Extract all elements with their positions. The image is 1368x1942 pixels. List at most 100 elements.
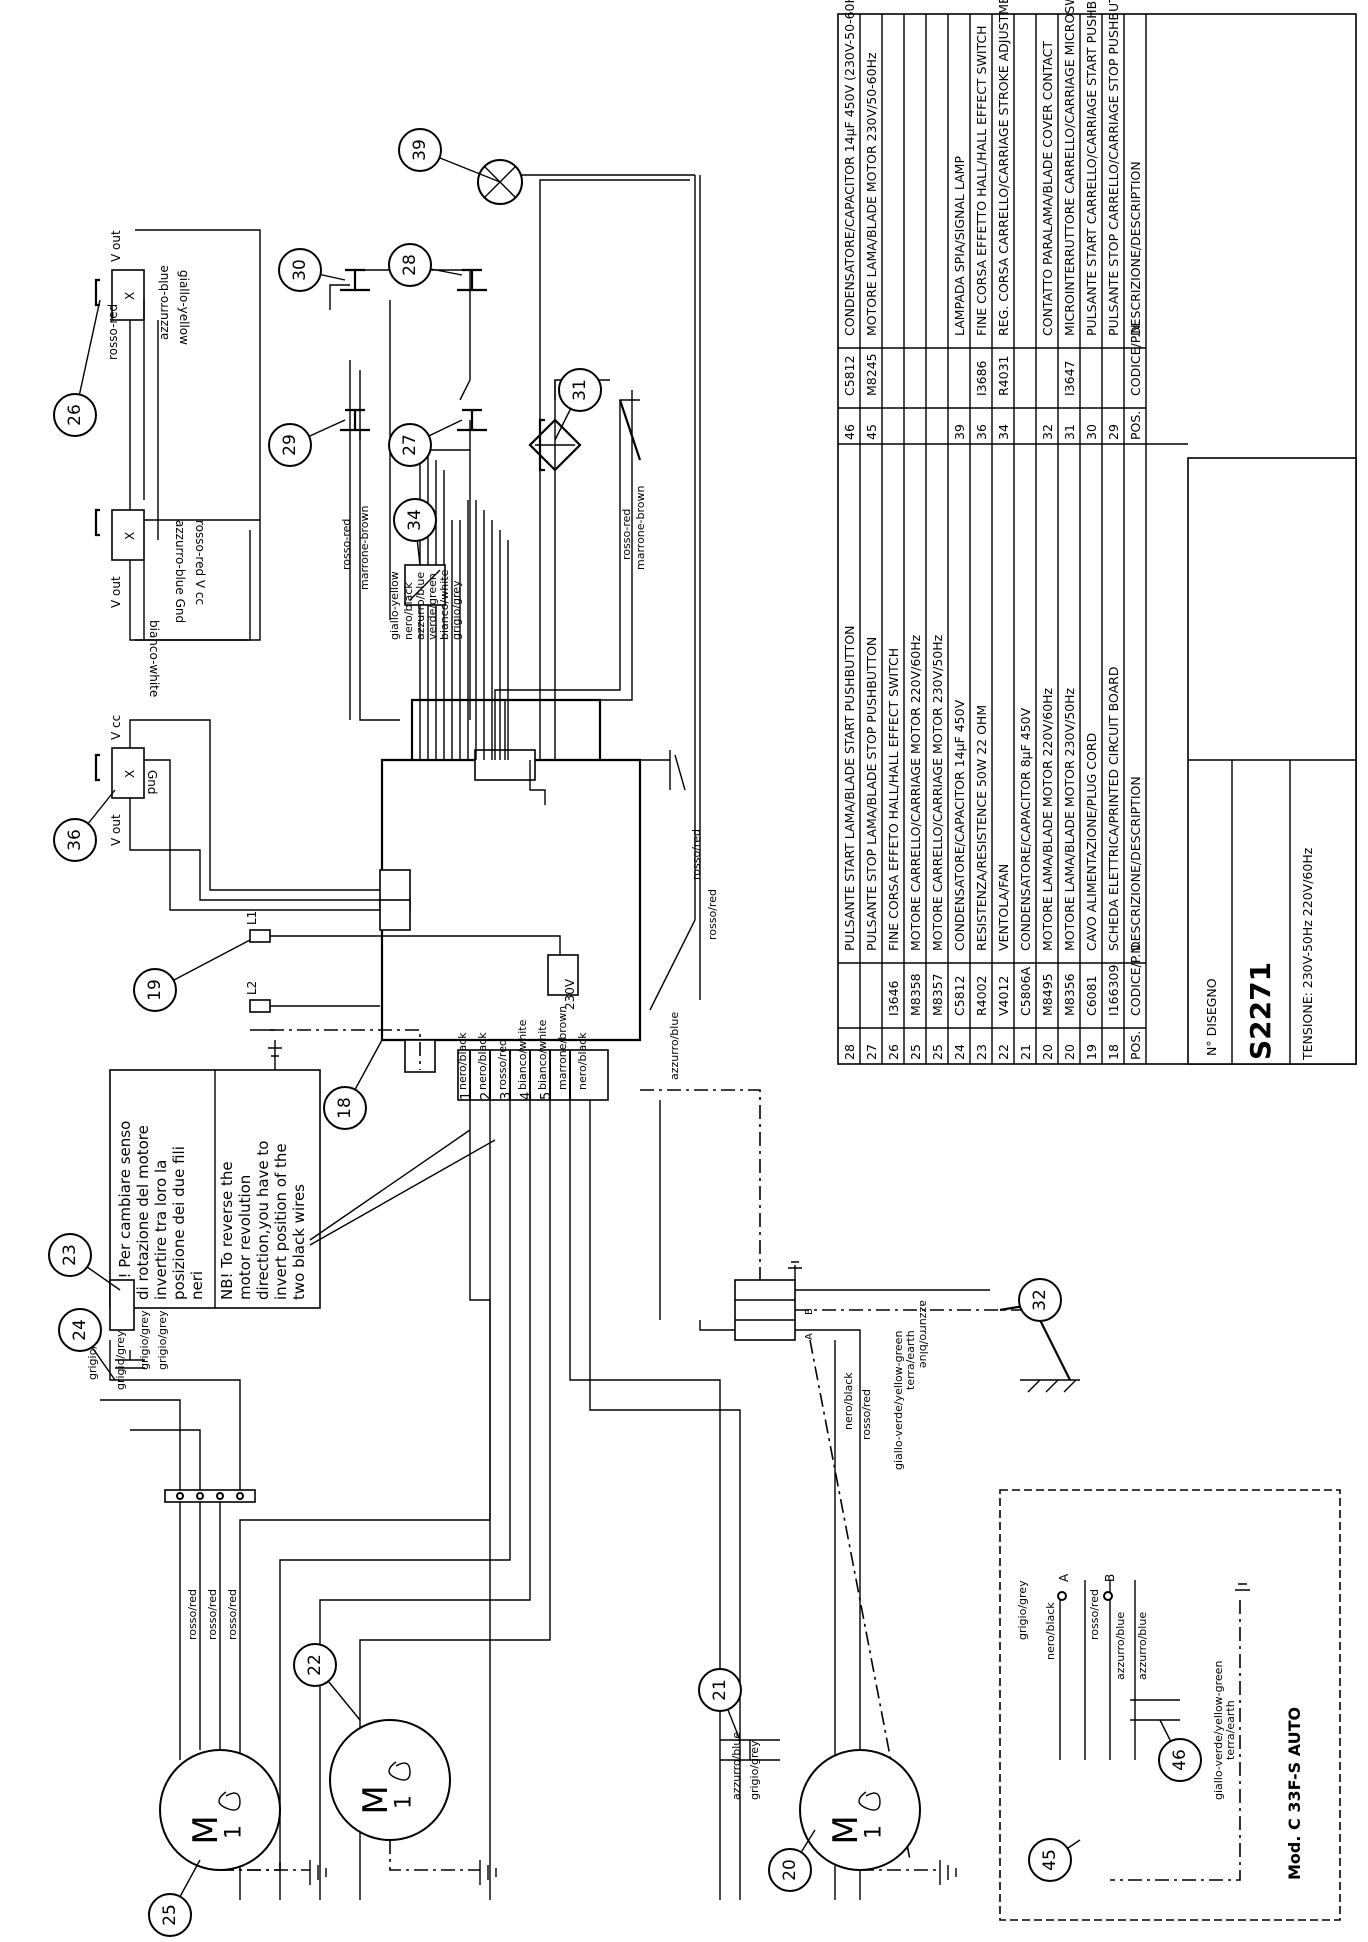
capacitor-21 (720, 1739, 780, 1761)
parts-table-desc: MOTORE LAMA/BLADE MOTOR 230V/50Hz (1062, 687, 1077, 951)
callout-number: 29 (280, 434, 300, 456)
parts-table-code: C6081 (1084, 975, 1099, 1016)
x-mark: X (123, 770, 137, 778)
parts-table-pos: 36 (974, 424, 989, 440)
note-line-it: NB! Per cambiare senso (116, 1121, 134, 1300)
x-mark: X (123, 292, 137, 300)
parts-table-pos: 30 (1084, 424, 1099, 440)
parts-table-desc: SCHEDA ELETTRICA/PRINTED CIRCUIT BOARD (1106, 667, 1121, 951)
ground-symbol (640, 750, 686, 791)
terminal-number: 3 (499, 1092, 514, 1100)
motor-grounds (220, 1840, 957, 1885)
parts-table-desc: CONDENSATORE/CAPACITOR 8µF 450V (1018, 707, 1033, 951)
wire-label: grigio/grey (138, 1310, 151, 1370)
terminal-b-label: B (804, 1308, 815, 1315)
wire-label: rosso/red (860, 1389, 873, 1440)
parts-table-pos: 46 (842, 424, 857, 440)
parts-table-desc: MOTORE LAMA/BLADE MOTOR 230V/50-60Hz (864, 52, 879, 336)
wire-label: nero/black (842, 1372, 855, 1430)
parts-table-pos: 28 (842, 1044, 857, 1060)
parts-table-code: I3647 (1062, 361, 1077, 397)
parts-table-desc: LAMPADA SPIA/SIGNAL LAMP (952, 156, 967, 336)
drawing-number-label: N° DISEGNO (1204, 978, 1219, 1056)
wire-label: verde/green (426, 573, 439, 640)
parts-table-pos: 39 (952, 424, 967, 440)
parts-table-code: M8357 (930, 973, 945, 1016)
parts-table-code: I3646 (886, 980, 901, 1016)
callout-bubble (293, 1643, 337, 1687)
wire-label: rosso/red (706, 889, 719, 940)
note-line-it: posizione dei due fili (170, 1146, 188, 1300)
parts-table-desc: MICROINTERRUTTORE CARRELLO/CARRIAGE MICR… (1062, 0, 1077, 336)
note-line-en: NB! To reverse the (218, 1161, 236, 1300)
l1-label: L1 (245, 911, 259, 925)
v-out-label: V out (109, 230, 123, 262)
callout-bubble (388, 423, 432, 467)
callout-bubble (53, 393, 97, 437)
wire-label: terra/earth (904, 1330, 917, 1390)
note-line-en: invert position of the (272, 1143, 290, 1300)
motor-20 (799, 1749, 921, 1871)
parts-table-pos: 25 (908, 1044, 923, 1060)
callout-number: 45 (1040, 1849, 1060, 1871)
gnd-label: Gnd (145, 770, 159, 795)
parts-table-code: CODICE/P.N. (1128, 940, 1143, 1016)
voltage-label: 230V (563, 978, 577, 1010)
callout-bubble (133, 968, 177, 1012)
parts-table-desc: PULSANTE STOP CARRELLO/CARRIAGE STOP PUS… (1106, 0, 1121, 336)
parts-table-pos: 34 (996, 424, 1011, 440)
callout-number: 22 (305, 1654, 325, 1676)
wire-label: azzurro-blue (157, 265, 171, 340)
wire-label: grigio/grey (114, 1330, 127, 1390)
callout-bubble (768, 1848, 812, 1892)
parts-table-code: C5812 (842, 355, 857, 396)
inset-title: Mod. C 33F-S AUTO (1285, 1707, 1304, 1880)
wire-label: giallo-yellow (388, 571, 401, 640)
inset-b-label: B (1103, 1574, 1117, 1582)
terminal-number: 2 (479, 1092, 494, 1100)
callout-bubble (388, 243, 432, 287)
wire-label: azzurro/blue (414, 572, 427, 640)
callout-bubble (148, 1893, 192, 1937)
wire-label: rosso/red (1088, 1589, 1101, 1640)
v-out-label: V out (109, 814, 123, 846)
motor-25 (159, 1749, 281, 1871)
ac-symbol (858, 1791, 881, 1811)
wire-label: nero/black (1044, 1602, 1057, 1660)
parts-table-desc: RESISTENZA/RESISTENCE 50W 22 OHM (974, 705, 989, 951)
parts-table-pos: 29 (1106, 424, 1121, 440)
x-mark: X (123, 532, 137, 540)
parts-table-code: R4031 (996, 356, 1011, 397)
pushbuttons (340, 268, 487, 432)
parts-table-desc: MOTORE CARRELLO/CARRIAGE MOTOR 230V/50Hz (930, 634, 945, 951)
wire-label: rosso-red (620, 509, 633, 560)
wire-label: azzurro/blue (730, 1732, 743, 1800)
parts-table-pos: 25 (930, 1044, 945, 1060)
parts-table-desc: CONTATTO PARALAMA/BLADE COVER CONTACT (1040, 41, 1055, 336)
parts-table-pos: 45 (864, 424, 879, 440)
parts-table-desc: FINE CORSA EFFETO HALL/HALL EFFECT SWITC… (886, 648, 901, 951)
parts-table-code: I166309 (1106, 965, 1121, 1016)
callout-number: 39 (410, 139, 430, 161)
wire-label: grigio/grey (156, 1310, 169, 1370)
wire-label: nero/black (576, 1032, 589, 1090)
callout-number: 34 (405, 509, 425, 531)
wire-label: marrone-brown (358, 506, 371, 590)
wire-label: rosso-red V cc (193, 520, 207, 605)
callout-bubble (393, 498, 437, 542)
wire-label: rosso/red (186, 1589, 199, 1640)
wire-label: grigio/grey (450, 580, 463, 640)
parts-table-pos: 21 (1018, 1044, 1033, 1060)
power-cord-19: L1 L2 230V (245, 911, 579, 1075)
callout-number: 19 (145, 979, 165, 1001)
wire-label: rosso-red (340, 519, 353, 570)
parts-table-desc: PULSANTE START CARRELLO/CARRIAGE START P… (1084, 0, 1099, 336)
parts-table-code: R4002 (974, 976, 989, 1017)
title-block: N° DISEGNO S2271 TENSIONE: 230V-50Hz 220… (1187, 457, 1357, 1065)
note-line-en: direction,you have to (254, 1141, 272, 1300)
parts-table-code: M8356 (1062, 973, 1077, 1016)
callout-bubble (398, 128, 442, 172)
parts-table-code: M8495 (1040, 973, 1055, 1016)
wire-label: nero/black (476, 1032, 489, 1090)
